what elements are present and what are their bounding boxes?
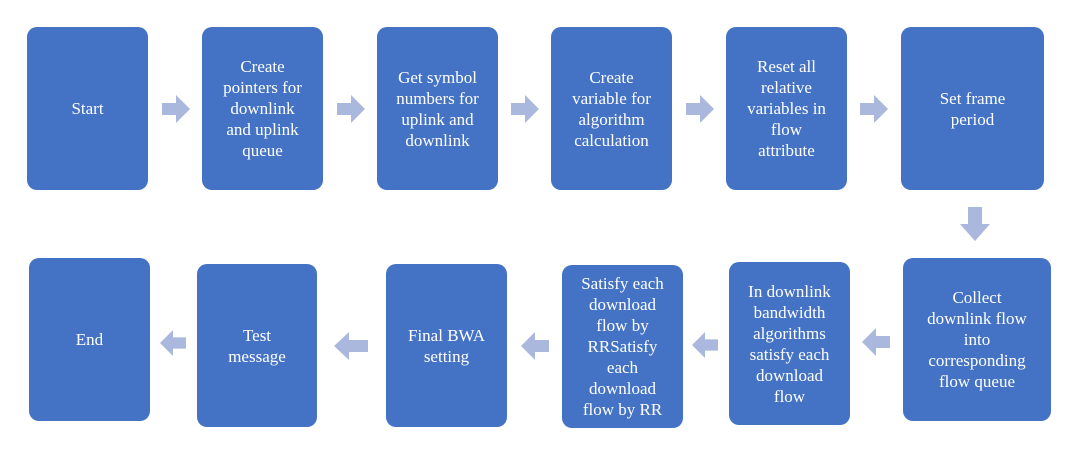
- step-label: Collect downlink flow into corresponding…: [927, 288, 1027, 391]
- step-test-message: Test message: [197, 264, 317, 427]
- step-satisfy-each-flow-rr: Satisfy each download flow by RRSatisfy …: [562, 265, 683, 428]
- step-create-variable: Create variable for algorithm calculatio…: [551, 27, 672, 190]
- step-label: Create pointers for downlink and uplink …: [223, 57, 302, 160]
- arrow-right-icon: [686, 95, 714, 123]
- arrow-left-icon: [160, 330, 186, 356]
- step-get-symbol-numbers: Get symbol numbers for uplink and downli…: [377, 27, 498, 190]
- step-final-bwa-setting: Final BWA setting: [386, 264, 507, 427]
- step-label: End: [75, 330, 104, 349]
- step-label: Reset all relative variables in flow att…: [747, 57, 826, 160]
- step-label: Start: [71, 99, 104, 118]
- step-create-pointers: Create pointers for downlink and uplink …: [202, 27, 323, 190]
- arrow-right-icon: [860, 95, 888, 123]
- step-label: Get symbol numbers for uplink and downli…: [396, 67, 479, 150]
- step-label: Test message: [228, 325, 286, 366]
- step-end: End: [29, 258, 150, 421]
- step-reset-variables: Reset all relative variables in flow att…: [726, 27, 847, 190]
- arrow-left-icon: [692, 332, 718, 358]
- step-start: Start: [27, 27, 148, 190]
- arrow-down-icon: [960, 207, 990, 241]
- arrow-left-icon: [521, 332, 549, 360]
- arrow-right-icon: [162, 95, 190, 123]
- step-label: Final BWA setting: [408, 325, 485, 366]
- step-set-frame-period: Set frame period: [901, 27, 1044, 190]
- step-downlink-bandwidth-algorithms: In downlink bandwidth algorithms satisfy…: [729, 262, 850, 425]
- step-label: Create variable for algorithm calculatio…: [572, 67, 651, 150]
- arrow-left-icon: [862, 328, 890, 356]
- arrow-left-icon: [334, 332, 368, 360]
- step-label: In downlink bandwidth algorithms satisfy…: [748, 281, 831, 406]
- step-label: Satisfy each download flow by RRSatisfy …: [581, 274, 664, 419]
- arrow-right-icon: [337, 95, 365, 123]
- step-label: Set frame period: [939, 88, 1006, 129]
- arrow-right-icon: [511, 95, 539, 123]
- step-collect-downlink-flow: Collect downlink flow into corresponding…: [903, 258, 1051, 421]
